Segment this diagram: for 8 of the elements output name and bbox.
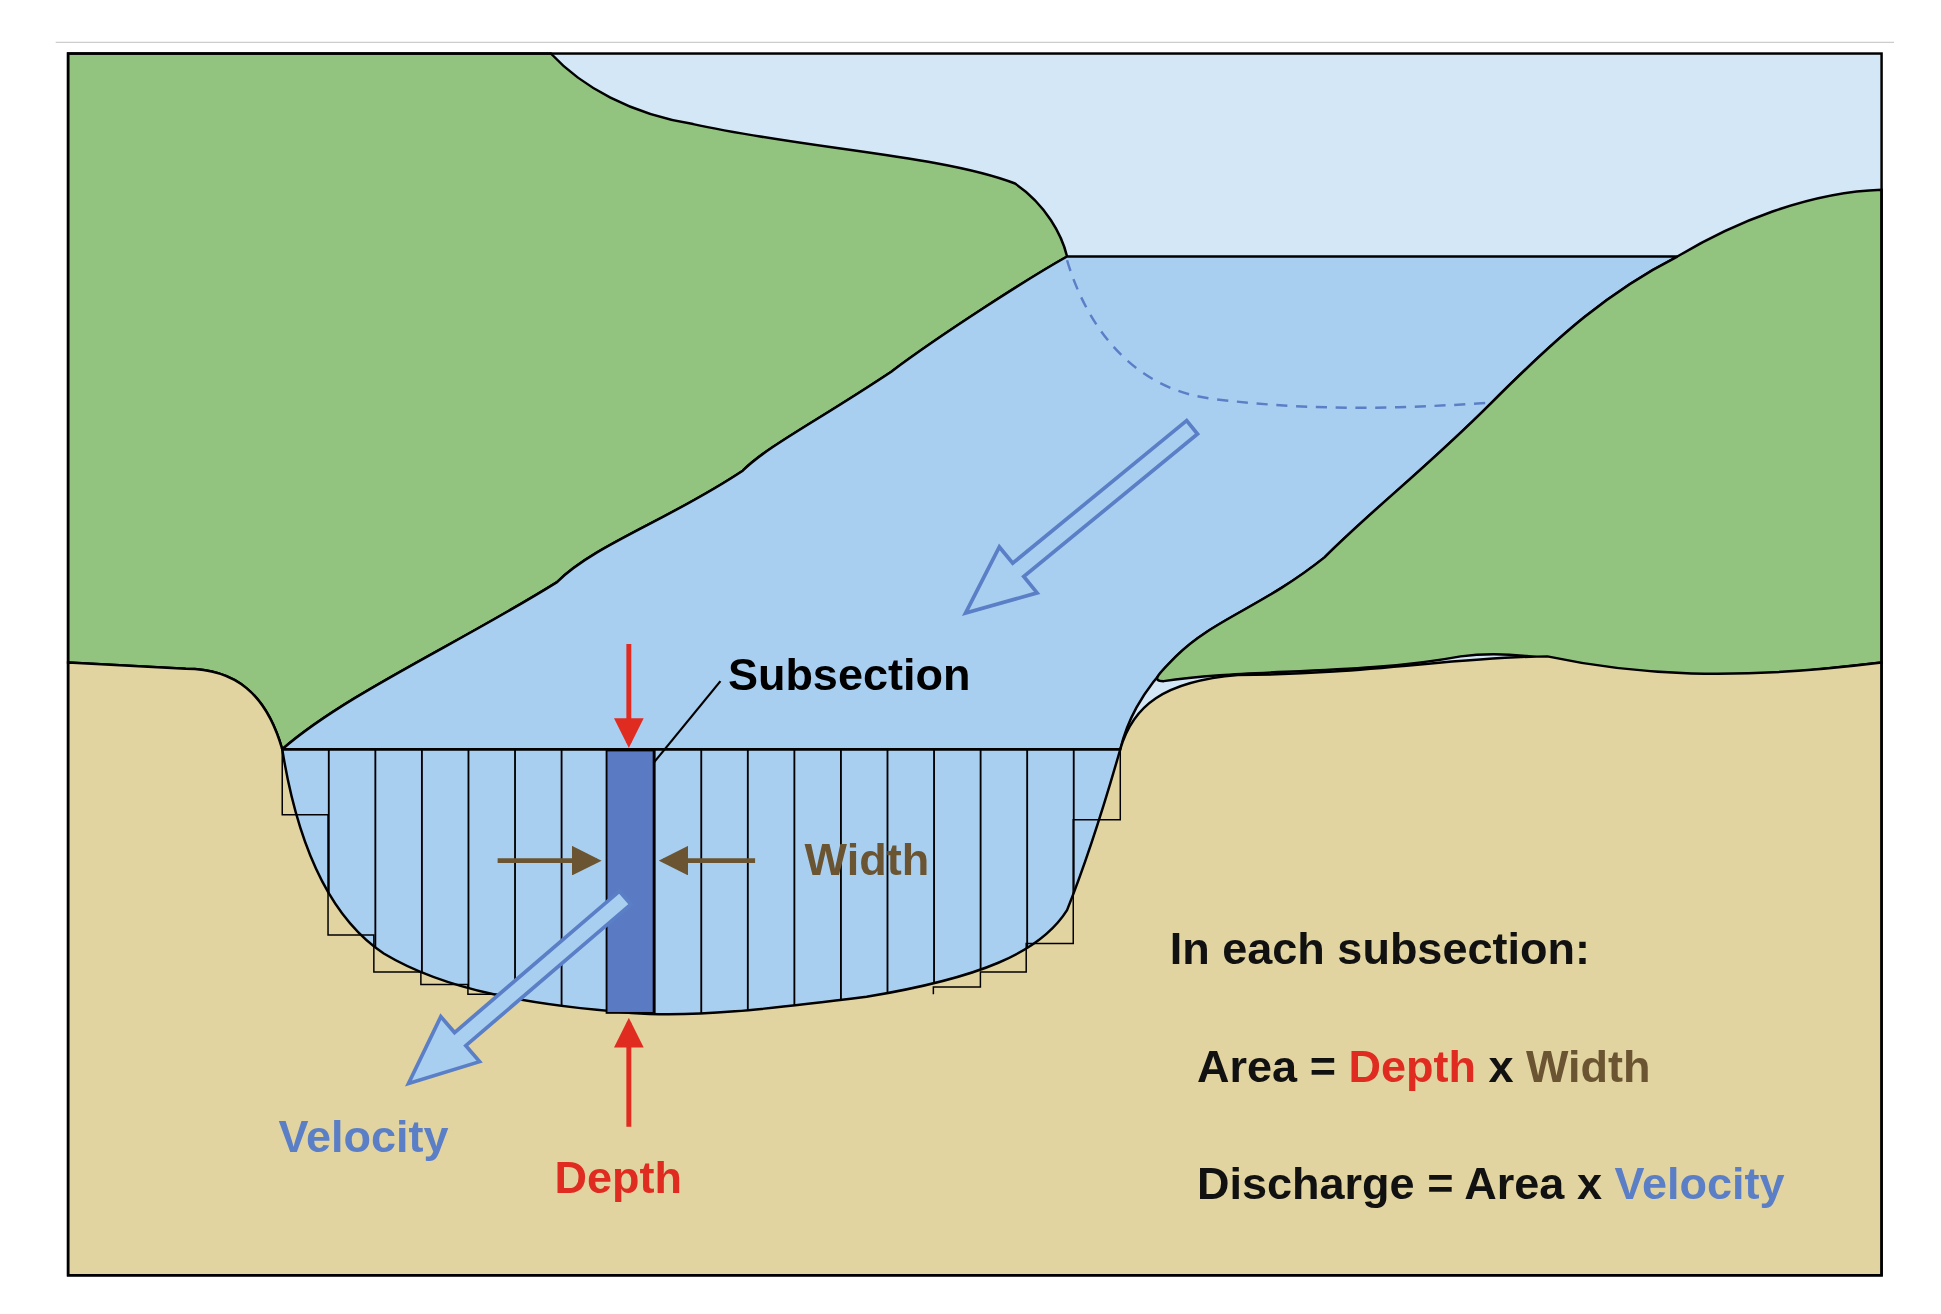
area-equation: Area = Depth x Width xyxy=(1197,1043,1651,1089)
subsection-label: Subsection xyxy=(727,652,971,698)
subsection-bar xyxy=(605,749,655,1014)
depth-label: Depth xyxy=(554,1154,683,1200)
velocity-label: Velocity xyxy=(278,1114,449,1160)
equation-heading: In each subsection: xyxy=(1169,925,1590,971)
discharge-equation: Discharge = Area x Velocity xyxy=(1197,1161,1785,1207)
leader-line xyxy=(652,680,722,764)
